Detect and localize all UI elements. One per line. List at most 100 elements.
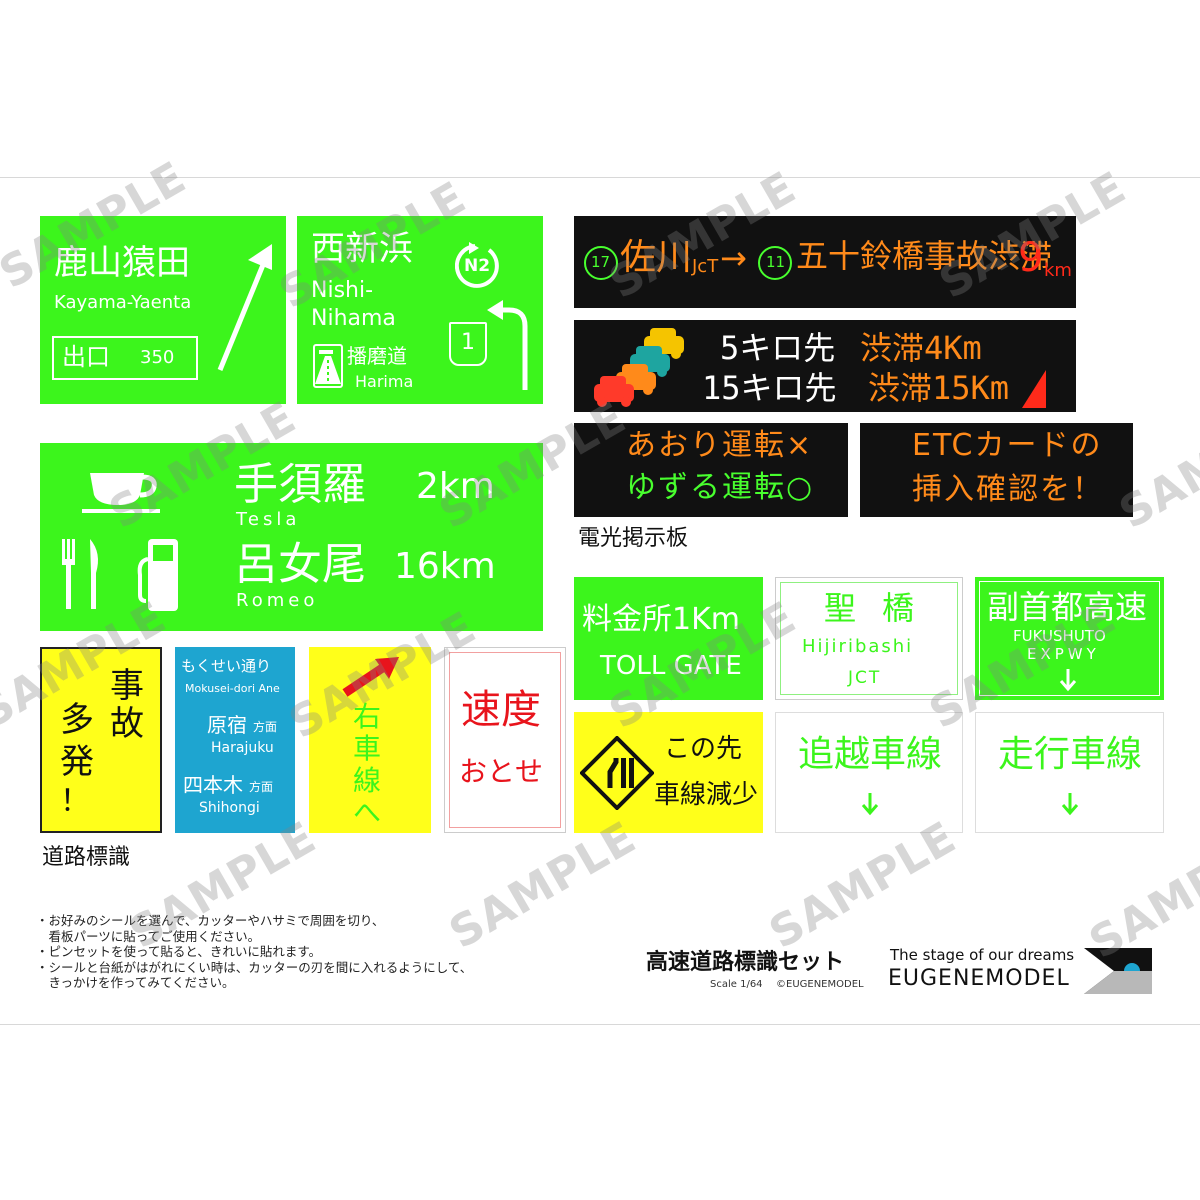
coffee-cup-icon (82, 473, 160, 513)
sign-street-blue: もくせい通り Mokusei-dori Ane 原宿 方面 Harajuku 四… (175, 647, 295, 833)
route-n2-badge: N2 (455, 242, 503, 290)
accident-char-5: ！ (60, 784, 90, 819)
sign-lane-reduction: この先 車線減少 (574, 712, 763, 833)
sign-passing-lane: 追越車線 (775, 712, 963, 833)
note-line: ・シールと台紙がはがれにくい時は、カッターの刃を間に入れるようにして、 (36, 959, 473, 975)
vms-safe-driving: あおり運転× ゆずる運転○ (574, 423, 848, 517)
sign-toll-gate: 料金所1Km TOLL GATE (574, 577, 763, 700)
harima-jp: 播磨道 (347, 344, 407, 368)
sign-fukushuto-expwy: 副首都高速 FUKUSHUTO EXPWY (975, 577, 1164, 700)
drive-line2: ゆずる運転○ (626, 470, 815, 505)
right-lane-char-3: 線 (353, 764, 382, 797)
vms-place: 佐川 (620, 237, 693, 278)
fukushuto-en1: FUKUSHUTO (1013, 627, 1106, 645)
toll-jp: 料金所1Km (582, 602, 740, 637)
congestion-cars-icon (594, 328, 684, 407)
drive-line1: あおり運転× (626, 428, 814, 463)
accident-char-2: 故 (110, 704, 144, 744)
rest-place2: 呂女尾 (234, 539, 366, 590)
driving-down-arrow-icon (1061, 793, 1079, 816)
rest-en1: Tesla (236, 509, 301, 530)
fork-knife-icon (62, 539, 98, 609)
right-lane-char-1: 右 (353, 700, 382, 733)
harima-en: Harima (355, 372, 414, 391)
right-lane-char-2: 車 (353, 732, 382, 765)
eugenemodel-logo (1084, 948, 1152, 994)
hijiri-jp1: 聖 (824, 589, 857, 627)
dest1-suffix: 方面 (253, 720, 278, 734)
accident-char-3: 多 (60, 700, 94, 740)
note-line: きっかけを作ってみてください。 (36, 975, 235, 990)
note-line: ・お好みのシールを選んで、カッターやハサミで周囲を切り、 (36, 913, 385, 928)
vms-etc-card: ETCカードの 挿入確認を！ (860, 423, 1133, 517)
vms-arrow: → (720, 239, 747, 277)
lane-reduce-line1: この先 (664, 734, 743, 764)
street-en: Mokusei-dori Ane (185, 682, 280, 695)
label-road-signs: 道路標識 (42, 845, 131, 870)
toll-en: TOLL GATE (600, 651, 742, 681)
hijiri-jp2: 橋 (882, 589, 915, 627)
rest-place1: 手須羅 (234, 459, 366, 510)
sign-slow-down: 速度 おとせ (444, 647, 566, 833)
sign-hijiribashi-jct: 聖 橋 Hijiribashi JCT (775, 577, 963, 700)
vms-message: 五十鈴橋事故渋滞 (796, 237, 1053, 275)
sign-kayama: 鹿山猿田 Kayama-Yaenta 出口 350 (40, 216, 286, 404)
sign-kayama-en: Kayama-Yaenta (54, 292, 192, 313)
down-arrow-icon (1059, 669, 1077, 692)
vms-route-congestion: 17 佐川 JcT → 11 五十鈴橋事故渋滞 9 km (574, 216, 1076, 308)
dest1-en: Harajuku (211, 740, 274, 756)
accident-char-1: 事 (110, 666, 144, 706)
street-jp: もくせい通り (181, 657, 272, 675)
product-scale: Scale 1/64 (710, 979, 763, 990)
diagonal-arrow-icon (217, 244, 272, 371)
sign-driving-lane: 走行車線 (975, 712, 1164, 833)
passing-label: 追越車線 (798, 734, 943, 775)
usage-notes: ・お好みのシールを選んで、カッターやハサミで周囲を切り、 看板パーツに貼ってご使… (36, 913, 616, 991)
exit-plate: 出口 350 (52, 336, 198, 380)
rest-en2: Romeo (236, 590, 319, 611)
passing-down-arrow-icon (861, 793, 879, 816)
route-1-shield: 1 (449, 322, 487, 366)
etc-line2: 挿入確認を！ (912, 472, 1104, 507)
sign-accident: 事 故 多 発 ！ (40, 647, 162, 833)
slow-line2: おとせ (459, 755, 544, 788)
vms-traffic-jam: 5キロ先 渋滞4Km 15キロ先 渋滞15Km (574, 320, 1076, 412)
rest-dist1: 2km (416, 466, 495, 507)
route-17-badge: 17 (584, 246, 618, 280)
etc-line1: ETCカードの (912, 428, 1103, 463)
brand-tagline: The stage of our dreams (890, 946, 1075, 964)
sign-right-lane: 右 車 線 へ (309, 647, 431, 833)
fuel-pump-icon (137, 539, 178, 611)
note-line: 看板パーツに貼ってご使用ください。 (36, 928, 261, 944)
circular-arrow-icon (455, 242, 499, 288)
dest2-suffix: 方面 (249, 780, 274, 794)
sign-nishi-nihama: 西新浜 Nishi- Nihama N2 1 播磨道 Harima (297, 216, 543, 404)
dest2-en: Shihongi (199, 800, 260, 816)
label-vms: 電光掲示板 (578, 526, 689, 551)
exit-number: 350 (140, 347, 175, 368)
dest1-jp: 原宿 (207, 713, 247, 737)
sign-nishi-jp: 西新浜 (311, 229, 413, 269)
jam-row2-a: 15キロ先 (702, 369, 837, 407)
exit-label: 出口 (62, 343, 110, 371)
sign-kayama-jp: 鹿山猿田 (54, 243, 190, 283)
dest2-jp: 四本木 (183, 773, 243, 797)
lane-reduce-line2: 車線減少 (654, 780, 759, 810)
hijiri-jct: JCT (848, 668, 882, 688)
sign-rest-area: 手須羅 2km Tesla 呂女尾 16km Romeo (40, 443, 543, 631)
sign-nishi-en2: Nihama (311, 306, 396, 331)
vms-jct: JcT (692, 256, 719, 277)
product-title: 高速道路標識セット (646, 950, 845, 975)
driving-label: 走行車線 (998, 734, 1143, 775)
right-lane-char-4: へ (353, 796, 382, 829)
route-11-badge: 11 (758, 246, 792, 280)
left-turn-arrow-icon (487, 300, 528, 390)
brand-name: EUGENEMODEL (888, 966, 1070, 991)
red-triangle-icon (1022, 370, 1046, 408)
expressway-icon (313, 344, 343, 388)
fukushuto-jp: 副首都高速 (987, 588, 1148, 626)
product-copyright: ©EUGENEMODEL (776, 979, 864, 990)
red-diagonal-arrow-icon (342, 657, 399, 697)
rest-dist2: 16km (394, 546, 496, 587)
fukushuto-en2: EXPWY (1027, 645, 1100, 663)
